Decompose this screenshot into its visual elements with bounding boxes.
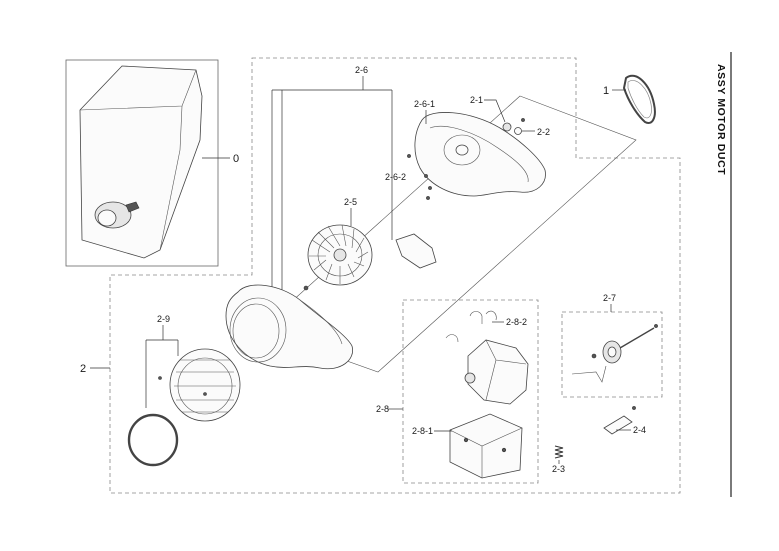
gasket-ring	[127, 413, 179, 467]
duct-housing-body	[414, 112, 546, 197]
clip-c	[445, 334, 459, 343]
part-2-8-frame	[402, 299, 539, 484]
label-2-1: 2-1	[470, 95, 483, 105]
front-duct-body	[225, 284, 353, 370]
label-2: 2	[80, 363, 86, 375]
fan-hub	[333, 248, 347, 262]
idler-screw	[654, 324, 658, 328]
duct-housing-rib	[429, 125, 529, 183]
label-2-3: 2-3	[552, 464, 565, 474]
duct-housing-hole	[455, 144, 469, 156]
part-2-8-group: 2-8 2-8-2 2-8-1	[376, 299, 539, 484]
label-2-6-1: 2-6-1	[414, 99, 435, 109]
label-0: 0	[233, 153, 239, 165]
drive-motor-edges	[485, 339, 527, 401]
screw-d	[426, 196, 430, 200]
part-2-6-2-screws: 2-6-2	[385, 154, 432, 200]
label-2-2: 2-2	[537, 127, 550, 137]
washer-2-2	[514, 127, 522, 135]
part-2-6-1-duct-housing: 2-6-1	[414, 99, 546, 197]
cover-screw-2	[203, 392, 207, 396]
clip-a	[469, 311, 483, 324]
label-2-6: 2-6	[355, 65, 368, 75]
motor-bracket-edges	[449, 427, 523, 478]
assembly-2-outline	[109, 57, 681, 494]
idler-nut	[591, 353, 597, 359]
label-1: 1	[603, 85, 609, 97]
part-0-edge-2	[159, 105, 183, 251]
bracket-hole-b	[501, 447, 507, 453]
part-0-frame	[65, 59, 219, 267]
front-duct-rib	[299, 299, 343, 345]
motor-bracket	[449, 413, 523, 479]
label-2-7: 2-7	[603, 293, 616, 303]
part-0-fan-hub	[97, 209, 117, 227]
bracket-2-4	[603, 415, 633, 435]
part-1-belt: 1	[603, 74, 656, 124]
idler-pulley-hub	[607, 346, 617, 358]
screw-b	[424, 174, 428, 178]
belt-inner	[627, 80, 652, 119]
leader-2-1	[484, 99, 506, 123]
diagram-title: ASSY MOTOR DUCT	[715, 64, 727, 175]
screw-a	[407, 154, 411, 158]
idler-shaft	[619, 327, 655, 349]
part-2-9-group: 2-9	[127, 314, 241, 467]
part-2-2-washer: 2-2	[514, 118, 550, 137]
spring-coil	[554, 445, 564, 459]
bracket-hole-a	[463, 437, 469, 443]
part-2-4-bracket: 2-4	[603, 406, 646, 435]
motor-shaft	[464, 372, 476, 384]
part-2-7-group: 2-7	[561, 293, 663, 398]
cover-plate	[169, 348, 241, 422]
front-duct-opening	[229, 297, 287, 363]
cover-screw	[158, 376, 162, 380]
bracket-2-4-screw	[632, 406, 636, 410]
part-2-3-spring: 2-3	[552, 445, 565, 474]
screw-2-2	[521, 118, 525, 122]
label-2-6-2: 2-6-2	[385, 172, 406, 182]
duct-housing-port	[443, 134, 481, 166]
front-duct-opening-inner	[232, 303, 280, 359]
screw-c	[428, 186, 432, 190]
part-0-housing	[79, 65, 203, 259]
part-2-5-blower-fan: 2-5	[307, 197, 373, 286]
fan-blades	[309, 224, 369, 284]
part-2-7-frame	[561, 311, 663, 398]
drive-motor	[467, 339, 529, 405]
part-0-bracket	[125, 201, 140, 213]
label-2-9: 2-9	[157, 314, 170, 324]
clip-b	[485, 310, 497, 321]
pulley-2-1	[502, 122, 512, 132]
label-2-8-2: 2-8-2	[506, 317, 527, 327]
front-duct-housing	[225, 284, 353, 370]
belt-outer	[622, 74, 656, 124]
part-0-group: 0	[65, 59, 239, 267]
idler-arm	[571, 365, 607, 383]
label-2-4: 2-4	[633, 425, 646, 435]
part-2-1-pulley: 2-1	[470, 95, 512, 132]
cover-grille	[174, 359, 236, 413]
label-2-8-1: 2-8-1	[412, 426, 433, 436]
label-2-5: 2-5	[344, 197, 357, 207]
fan-nut	[303, 285, 309, 291]
duct-clamp	[395, 233, 437, 269]
leader-2-9-bar	[145, 339, 179, 408]
label-2-8: 2-8	[376, 404, 389, 414]
